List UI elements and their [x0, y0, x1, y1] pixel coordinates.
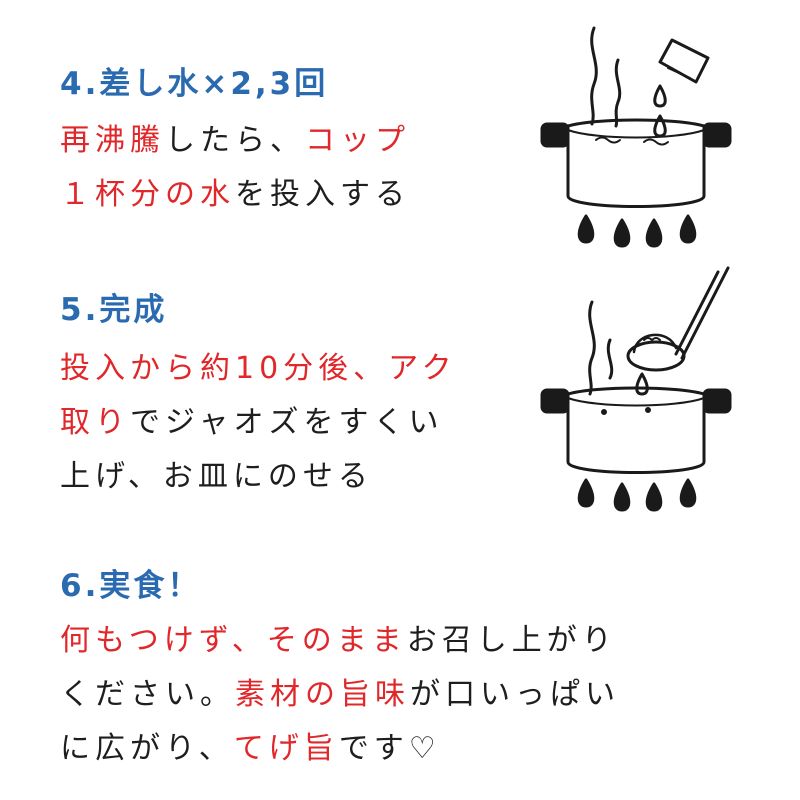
text-line: 上げ、お皿にのせる [60, 450, 457, 504]
highlight-text: 投入から約10分後、アク [60, 351, 457, 386]
pot-with-pouring-cup-icon [540, 26, 732, 248]
text-line: １杯分の水を投入する [60, 168, 410, 222]
text-line: 投入から約10分後、アク [60, 342, 457, 396]
body-text-segment: を投入する [235, 177, 410, 212]
step-4-heading: 4.差し水×2,3回 [60, 66, 329, 102]
body-text-segment: したら、 [165, 123, 305, 158]
highlight-text: 何もつけず、そのまま [60, 623, 407, 658]
highlight-text: コップ [305, 123, 410, 158]
body-text-segment: 上げ、お皿にのせる [60, 459, 373, 494]
highlight-text: 素材の旨味 [235, 677, 410, 712]
highlight-text: てげ旨 [233, 731, 339, 766]
step-6-heading: 6.実食！ [60, 568, 202, 604]
body-text-segment: です♡ [338, 731, 441, 766]
highlight-text: １杯分の水 [60, 177, 235, 212]
text-line: 取りでジャオズをすくい [60, 396, 457, 450]
body-text-segment: が口いっぱい [410, 677, 620, 712]
text-line: 再沸騰したら、コップ [60, 114, 410, 168]
highlight-text: 取り [60, 405, 130, 440]
text-line: に広がり、てげ旨です♡ [60, 722, 620, 776]
body-text-segment: でジャオズをすくい [130, 405, 444, 440]
step-6-text: 何もつけず、そのままお召し上がりください。素材の旨味が口いっぱいに広がり、てげ旨… [60, 614, 620, 776]
text-line: 何もつけず、そのままお召し上がり [60, 614, 620, 668]
step-5-heading: 5.完成 [60, 292, 168, 328]
body-text-segment: に広がり、 [60, 731, 234, 766]
body-text-segment: ください。 [60, 677, 235, 712]
text-line: ください。素材の旨味が口いっぱい [60, 668, 620, 722]
highlight-text: 再沸騰 [60, 123, 165, 158]
body-text-segment: お召し上がり [406, 623, 617, 658]
step-5-text: 投入から約10分後、アク取りでジャオズをすくい上げ、お皿にのせる [60, 342, 457, 504]
pot-with-ladle-icon [540, 266, 732, 512]
